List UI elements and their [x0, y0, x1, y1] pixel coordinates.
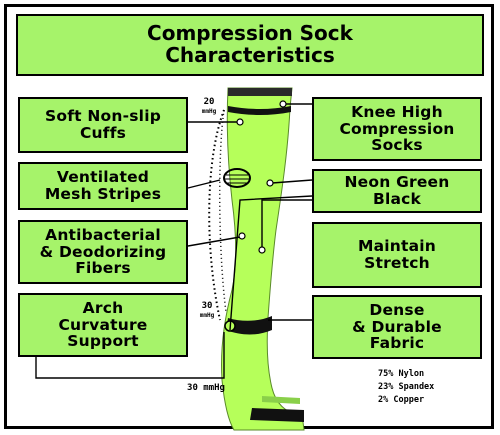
ankle-band	[226, 316, 272, 335]
pressure-mid-unit: mmHg	[199, 312, 215, 319]
label-cuffs-line-1: Soft Non-slip	[45, 107, 161, 126]
composition-copper: 2% Copper	[378, 395, 425, 405]
toe-band	[250, 408, 304, 422]
label-color-line-1: Neon Green	[344, 173, 450, 192]
label-color-line-2: Black	[372, 190, 422, 208]
label-knee-high-line-1: Knee High	[351, 102, 443, 121]
label-fabric-line-3: Fabric	[369, 334, 425, 353]
pressure-bottom-text: 30 mmHg	[187, 383, 225, 393]
label-stretch: Maintain Stretch	[312, 222, 482, 288]
composition-spandex: 23% Spandex	[378, 382, 435, 392]
label-mesh-line-2: Mesh Stripes	[44, 185, 162, 203]
label-antibacterial: Antibacterial & Deodorizing Fibers	[18, 220, 188, 284]
title-line-2: Characteristics	[165, 43, 335, 67]
label-arch-line-2: Curvature	[58, 315, 148, 334]
mesh-vent-icon	[223, 168, 251, 188]
label-knee-high: Knee High Compression Socks	[312, 97, 482, 161]
label-fabric-line-2: & Durable	[352, 317, 442, 336]
label-cuffs-line-2: Cuffs	[79, 124, 127, 142]
label-stretch-line-1: Maintain	[357, 237, 437, 256]
page-title: Compression Sock Characteristics	[16, 14, 484, 76]
pressure-top-unit: mmHg	[201, 108, 217, 115]
label-antibacterial-line-3: Fibers	[75, 259, 131, 278]
label-cuffs: Soft Non-slip Cuffs	[18, 97, 188, 153]
label-color: Neon Green Black	[312, 169, 482, 213]
pressure-mid-value: 30	[201, 301, 213, 311]
label-mesh: Ventilated Mesh Stripes	[18, 162, 188, 210]
pressure-top-value: 20	[203, 97, 215, 107]
pressure-top: 20 mmHg	[196, 98, 222, 116]
label-knee-high-line-3: Socks	[371, 136, 423, 155]
label-fabric-line-1: Dense	[369, 300, 425, 319]
label-antibacterial-line-2: & Deodorizing	[39, 242, 167, 261]
label-arch-line-1: Arch	[82, 298, 124, 317]
pressure-mid: 30 mmHg	[194, 302, 220, 320]
compression-dots	[208, 109, 225, 321]
pressure-bottom: 30 mmHg	[176, 384, 236, 393]
label-mesh-line-1: Ventilated	[56, 168, 150, 187]
label-arch-line-3: Support	[67, 332, 139, 351]
sock-shape	[221, 87, 305, 431]
label-antibacterial-line-1: Antibacterial	[45, 225, 161, 244]
label-stretch-line-2: Stretch	[364, 254, 430, 272]
fabric-composition: 75% Nylon 23% Spandex 2% Copper	[378, 368, 434, 407]
label-arch: Arch Curvature Support	[18, 293, 188, 357]
title-line-1: Compression Sock	[147, 21, 353, 46]
label-fabric: Dense & Durable Fabric	[312, 295, 482, 359]
composition-nylon: 75% Nylon	[378, 369, 425, 379]
cuff-band	[228, 88, 292, 96]
label-knee-high-line-2: Compression	[339, 119, 455, 138]
